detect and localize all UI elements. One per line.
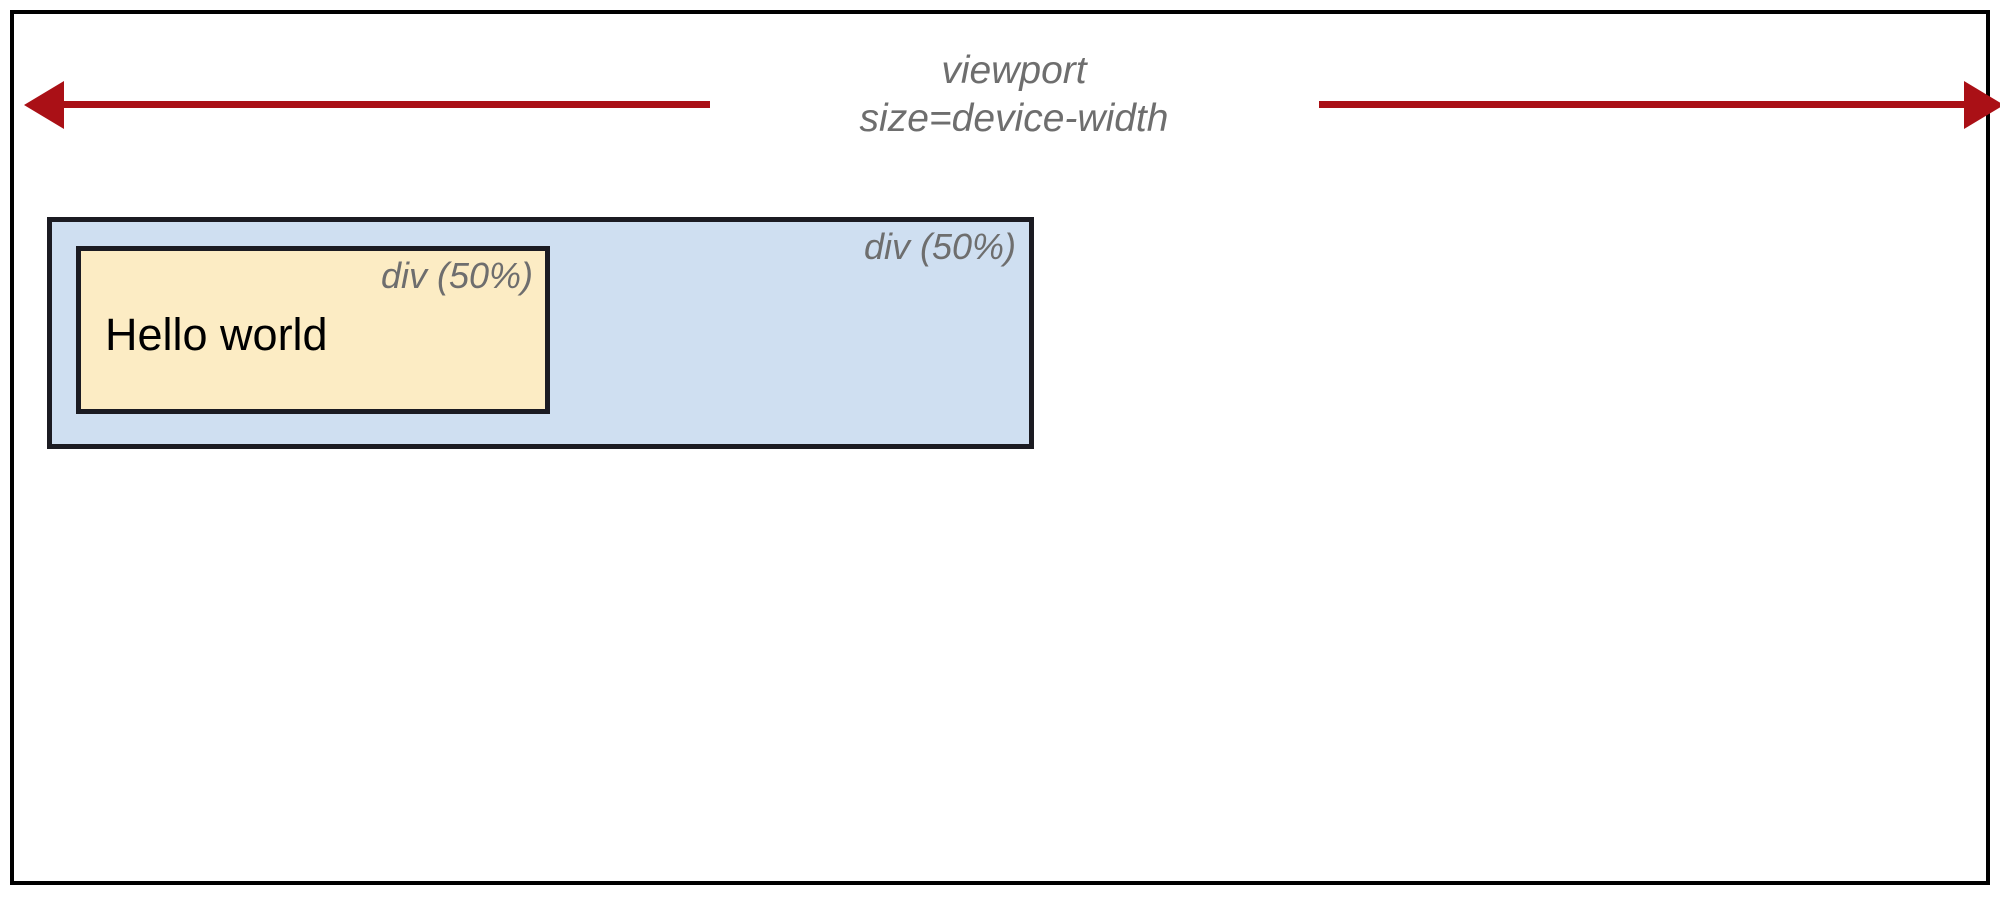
inner-div-box: div (50%) Hello world (76, 246, 550, 414)
arrow-line-right (1319, 101, 1984, 108)
outer-div-box: div (50%) div (50%) Hello world (47, 217, 1034, 449)
outer-div-label: div (50%) (863, 226, 1016, 267)
inner-div-label: div (50%) (380, 255, 533, 296)
inner-div-content-text: Hello world (105, 309, 328, 360)
viewport-caption-line-2: size=device-width (859, 96, 1169, 140)
arrow-head-right-icon (1964, 81, 2000, 129)
viewport-caption-line-1: viewport (941, 49, 1087, 92)
viewport-frame: viewport size=device-width div (50%) div… (10, 10, 2000, 885)
viewport-caption: viewport size=device-width (714, 47, 1314, 142)
arrow-line-left (42, 101, 710, 108)
